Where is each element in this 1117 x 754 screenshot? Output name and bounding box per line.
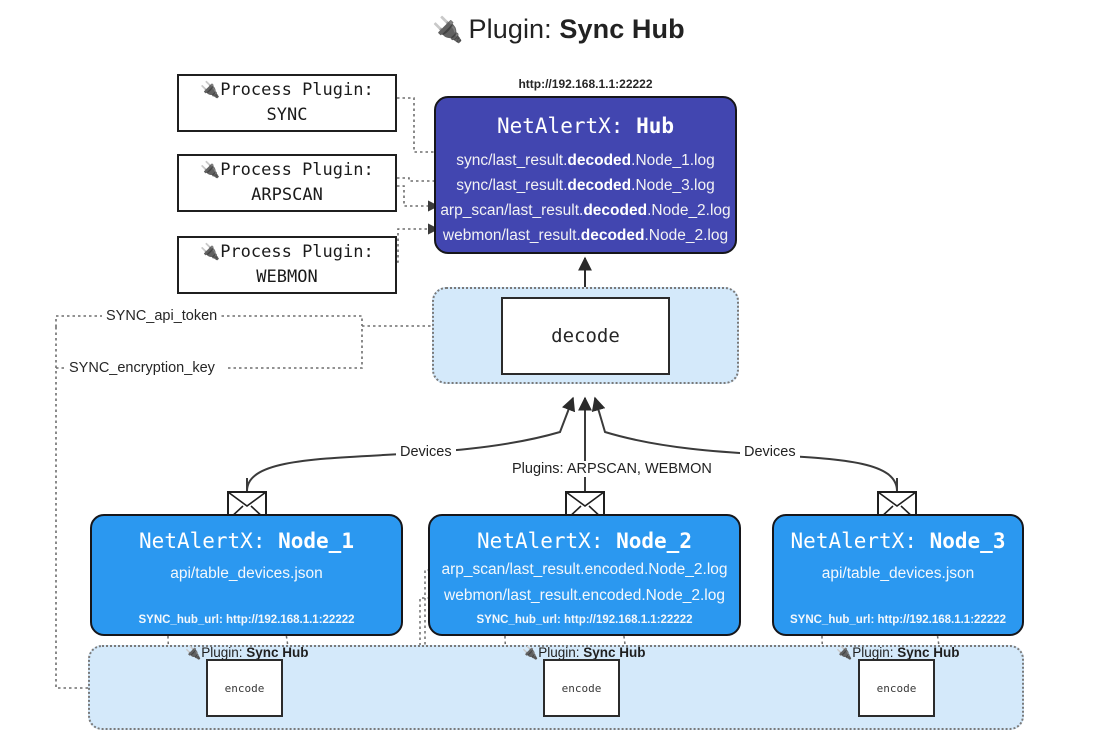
encode-box-node-1[interactable]: encode <box>206 659 283 717</box>
plug-icon: 🔌 <box>200 160 221 180</box>
page-title: 🔌Plugin: Sync Hub <box>0 14 1117 45</box>
encode-caption-node-3: 🔌Plugin: Sync Hub <box>836 645 959 661</box>
encode-caption-name: Sync Hub <box>246 645 309 660</box>
process-plugin-label: Process Plugin: <box>220 160 374 181</box>
devices-label-left: Devices <box>396 444 456 460</box>
node-title-prefix: NetAlertX: <box>477 529 617 553</box>
encode-caption-prefix: Plugin: <box>538 645 584 660</box>
process-plugin-label: Process Plugin: <box>220 242 374 263</box>
node-hub-url-label: SYNC_hub_url: http://192.168.1.1:22222 <box>789 614 1007 626</box>
plug-icon: 🔌 <box>836 645 853 660</box>
node-title: NetAlertX: Node_1 <box>92 529 401 553</box>
hub-log-pre: sync/last_result. <box>456 152 568 169</box>
hub-title-prefix: NetAlertX: <box>496 114 637 138</box>
process-plugin-name: ARPSCAN <box>251 185 323 205</box>
plugins-label-center: Plugins: ARPSCAN, WEBMON <box>508 461 716 477</box>
hub-log-line: sync/last_result.decoded.Node_1.log <box>436 148 735 173</box>
decode-box[interactable]: decode <box>501 297 670 375</box>
node-title: NetAlertX: Node_2 <box>430 529 739 553</box>
encode-caption-name: Sync Hub <box>897 645 960 660</box>
node-card-node-1[interactable]: NetAlertX: Node_1 api/table_devices.json… <box>90 514 403 636</box>
plug-icon: 🔌 <box>185 645 202 660</box>
encode-caption-prefix: Plugin: <box>852 645 898 660</box>
node-title-name: Node_3 <box>929 529 1006 553</box>
hub-log-em: decoded <box>583 202 648 220</box>
hub-log-pre: sync/last_result. <box>456 177 568 195</box>
hub-log-em: decoded <box>567 177 632 195</box>
encode-caption-prefix: Plugin: <box>201 645 247 660</box>
hub-node[interactable]: NetAlertX: Hub sync/last_result.decoded.… <box>434 96 737 254</box>
hub-log-pre: webmon/last_result. <box>442 227 581 245</box>
node-artifact-line: api/table_devices.json <box>821 565 975 582</box>
node-title-name: Node_2 <box>616 529 692 553</box>
encode-caption-node-2: 🔌Plugin: Sync Hub <box>522 645 645 661</box>
encode-caption-node-1: 🔌Plugin: Sync Hub <box>185 645 308 661</box>
sync-encryption-key-label: SYNC_encryption_key <box>65 360 219 376</box>
encode-caption-name: Sync Hub <box>583 645 646 660</box>
page-title-name: Sync Hub <box>559 14 685 44</box>
hub-log-line: arp_scan/last_result.decoded.Node_2.log <box>436 198 735 223</box>
hub-log-post: .Node_1.log <box>631 152 715 169</box>
hub-log-pre: arp_scan/last_result. <box>440 202 584 220</box>
node-title-name: Node_1 <box>278 529 354 553</box>
process-plugin-name: WEBMON <box>256 267 318 287</box>
plug-icon: 🔌 <box>522 645 539 660</box>
node-artifact-line: api/table_devices.json <box>170 565 323 582</box>
hub-title-name: Hub <box>636 114 674 138</box>
encode-box-node-2[interactable]: encode <box>543 659 620 717</box>
hub-log-line: webmon/last_result.decoded.Node_2.log <box>436 223 735 248</box>
node-hub-url-label: SYNC_hub_url: http://192.168.1.1:22222 <box>138 614 355 626</box>
hub-log-em: decoded <box>580 227 645 245</box>
hub-url-label: http://192.168.1.1:22222 <box>518 77 653 91</box>
process-plugin-line1: 🔌Process Plugin: <box>200 158 373 183</box>
sync-api-token-label: SYNC_api_token <box>102 308 222 324</box>
process-plugin-name: SYNC <box>266 105 308 125</box>
plug-icon: 🔌 <box>200 80 221 100</box>
process-plugin-sync[interactable]: 🔌Process Plugin: SYNC <box>177 74 397 132</box>
process-plugin-webmon[interactable]: 🔌Process Plugin: WEBMON <box>177 236 397 294</box>
plug-icon: 🔌 <box>432 16 464 44</box>
process-plugin-line1: 🔌Process Plugin: <box>200 78 373 103</box>
process-plugin-label: Process Plugin: <box>220 80 374 101</box>
plug-icon: 🔌 <box>200 242 221 262</box>
node-title-prefix: NetAlertX: <box>139 529 279 553</box>
hub-log-post: .Node_2.log <box>647 202 731 220</box>
node-card-node-3[interactable]: NetAlertX: Node_3 api/table_devices.json… <box>772 514 1024 636</box>
hub-log-post: .Node_3.log <box>631 177 715 195</box>
node-artifact-line: webmon/last_result.encoded.Node_2.log <box>444 586 725 604</box>
process-plugin-arpscan[interactable]: 🔌Process Plugin: ARPSCAN <box>177 154 397 212</box>
page-title-prefix: Plugin: <box>468 14 560 44</box>
node-hub-url-label: SYNC_hub_url: http://192.168.1.1:22222 <box>476 614 693 626</box>
process-plugin-line1: 🔌Process Plugin: <box>200 240 373 265</box>
hub-title: NetAlertX: Hub <box>436 114 735 138</box>
node-title: NetAlertX: Node_3 <box>774 529 1022 553</box>
node-title-prefix: NetAlertX: <box>790 529 930 553</box>
encode-box-node-3[interactable]: encode <box>858 659 935 717</box>
hub-log-line: sync/last_result.decoded.Node_3.log <box>436 173 735 198</box>
node-artifact-line: arp_scan/last_result.encoded.Node_2.log <box>441 561 728 578</box>
node-card-node-2[interactable]: NetAlertX: Node_2 arp_scan/last_result.e… <box>428 514 741 636</box>
hub-log-post: .Node_2.log <box>644 227 729 245</box>
hub-log-em: decoded <box>567 152 632 169</box>
devices-label-right: Devices <box>740 444 800 460</box>
